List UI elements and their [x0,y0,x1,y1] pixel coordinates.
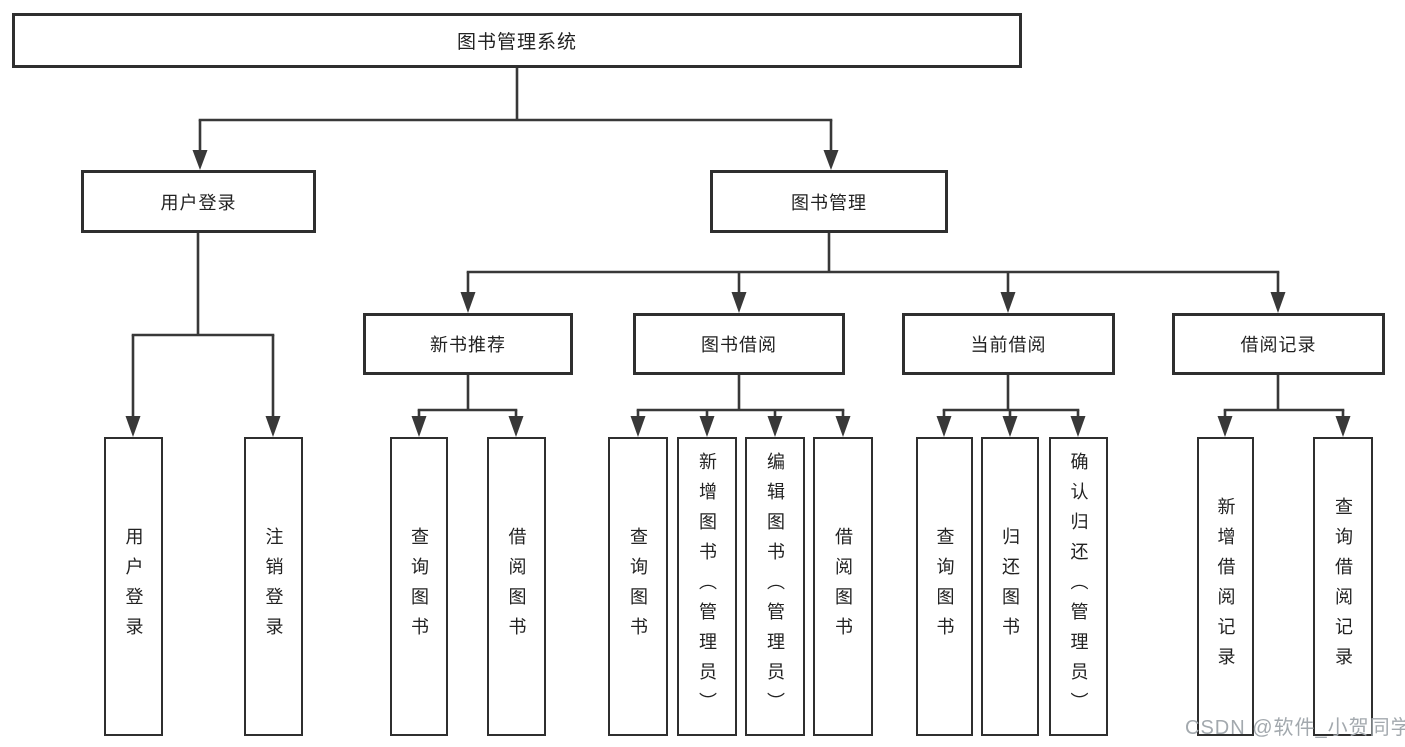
node-user-login: 用户登录 [81,170,316,233]
leaf-query-books-borrow-label: 查询图书 [628,526,648,647]
leaf-add-borrow-record-label: 新增借阅记录 [1215,496,1236,677]
node-book-management: 图书管理 [710,170,948,233]
leaf-confirm-return-admin: 确认归还（管理员） [1049,437,1108,736]
leaf-add-books-admin-label: 新增图书（管理员） [697,451,717,722]
leaf-user-login-label: 用户登录 [123,526,144,647]
leaf-add-borrow-record: 新增借阅记录 [1197,437,1254,736]
leaf-add-books-admin: 新增图书（管理员） [677,437,737,736]
leaf-borrow-books-recommend: 借阅图书 [487,437,546,736]
node-new-book-recommendation: 新书推荐 [363,313,573,375]
leaf-query-books-recommend-label: 查询图书 [409,526,429,647]
leaf-logout-label: 注销登录 [263,526,284,647]
leaf-query-books-recommend: 查询图书 [390,437,448,736]
node-library-management-system: 图书管理系统 [12,13,1022,68]
csdn-watermark: CSDN @软件_小贺同学 [1185,717,1405,739]
leaf-confirm-return-admin-label: 确认归还（管理员） [1068,451,1089,722]
leaf-logout: 注销登录 [244,437,303,736]
leaf-borrow-books: 借阅图书 [813,437,873,736]
leaf-query-books-current: 查询图书 [916,437,973,736]
leaf-edit-books-admin-label: 编辑图书（管理员） [765,451,785,722]
leaf-query-borrow-record-label: 查询借阅记录 [1333,496,1353,677]
leaf-query-books-current-label: 查询图书 [934,526,955,647]
leaf-edit-books-admin: 编辑图书（管理员） [745,437,805,736]
node-current-borrowing: 当前借阅 [902,313,1115,375]
leaf-user-login: 用户登录 [104,437,163,736]
node-book-borrowing: 图书借阅 [633,313,845,375]
leaf-return-books: 归还图书 [981,437,1039,736]
leaf-query-books-borrow: 查询图书 [608,437,668,736]
leaf-borrow-books-label: 借阅图书 [833,526,853,647]
leaf-query-borrow-record: 查询借阅记录 [1313,437,1373,736]
leaf-borrow-books-recommend-label: 借阅图书 [506,526,527,647]
leaf-return-books-label: 归还图书 [1000,526,1020,647]
node-borrowing-records: 借阅记录 [1172,313,1385,375]
